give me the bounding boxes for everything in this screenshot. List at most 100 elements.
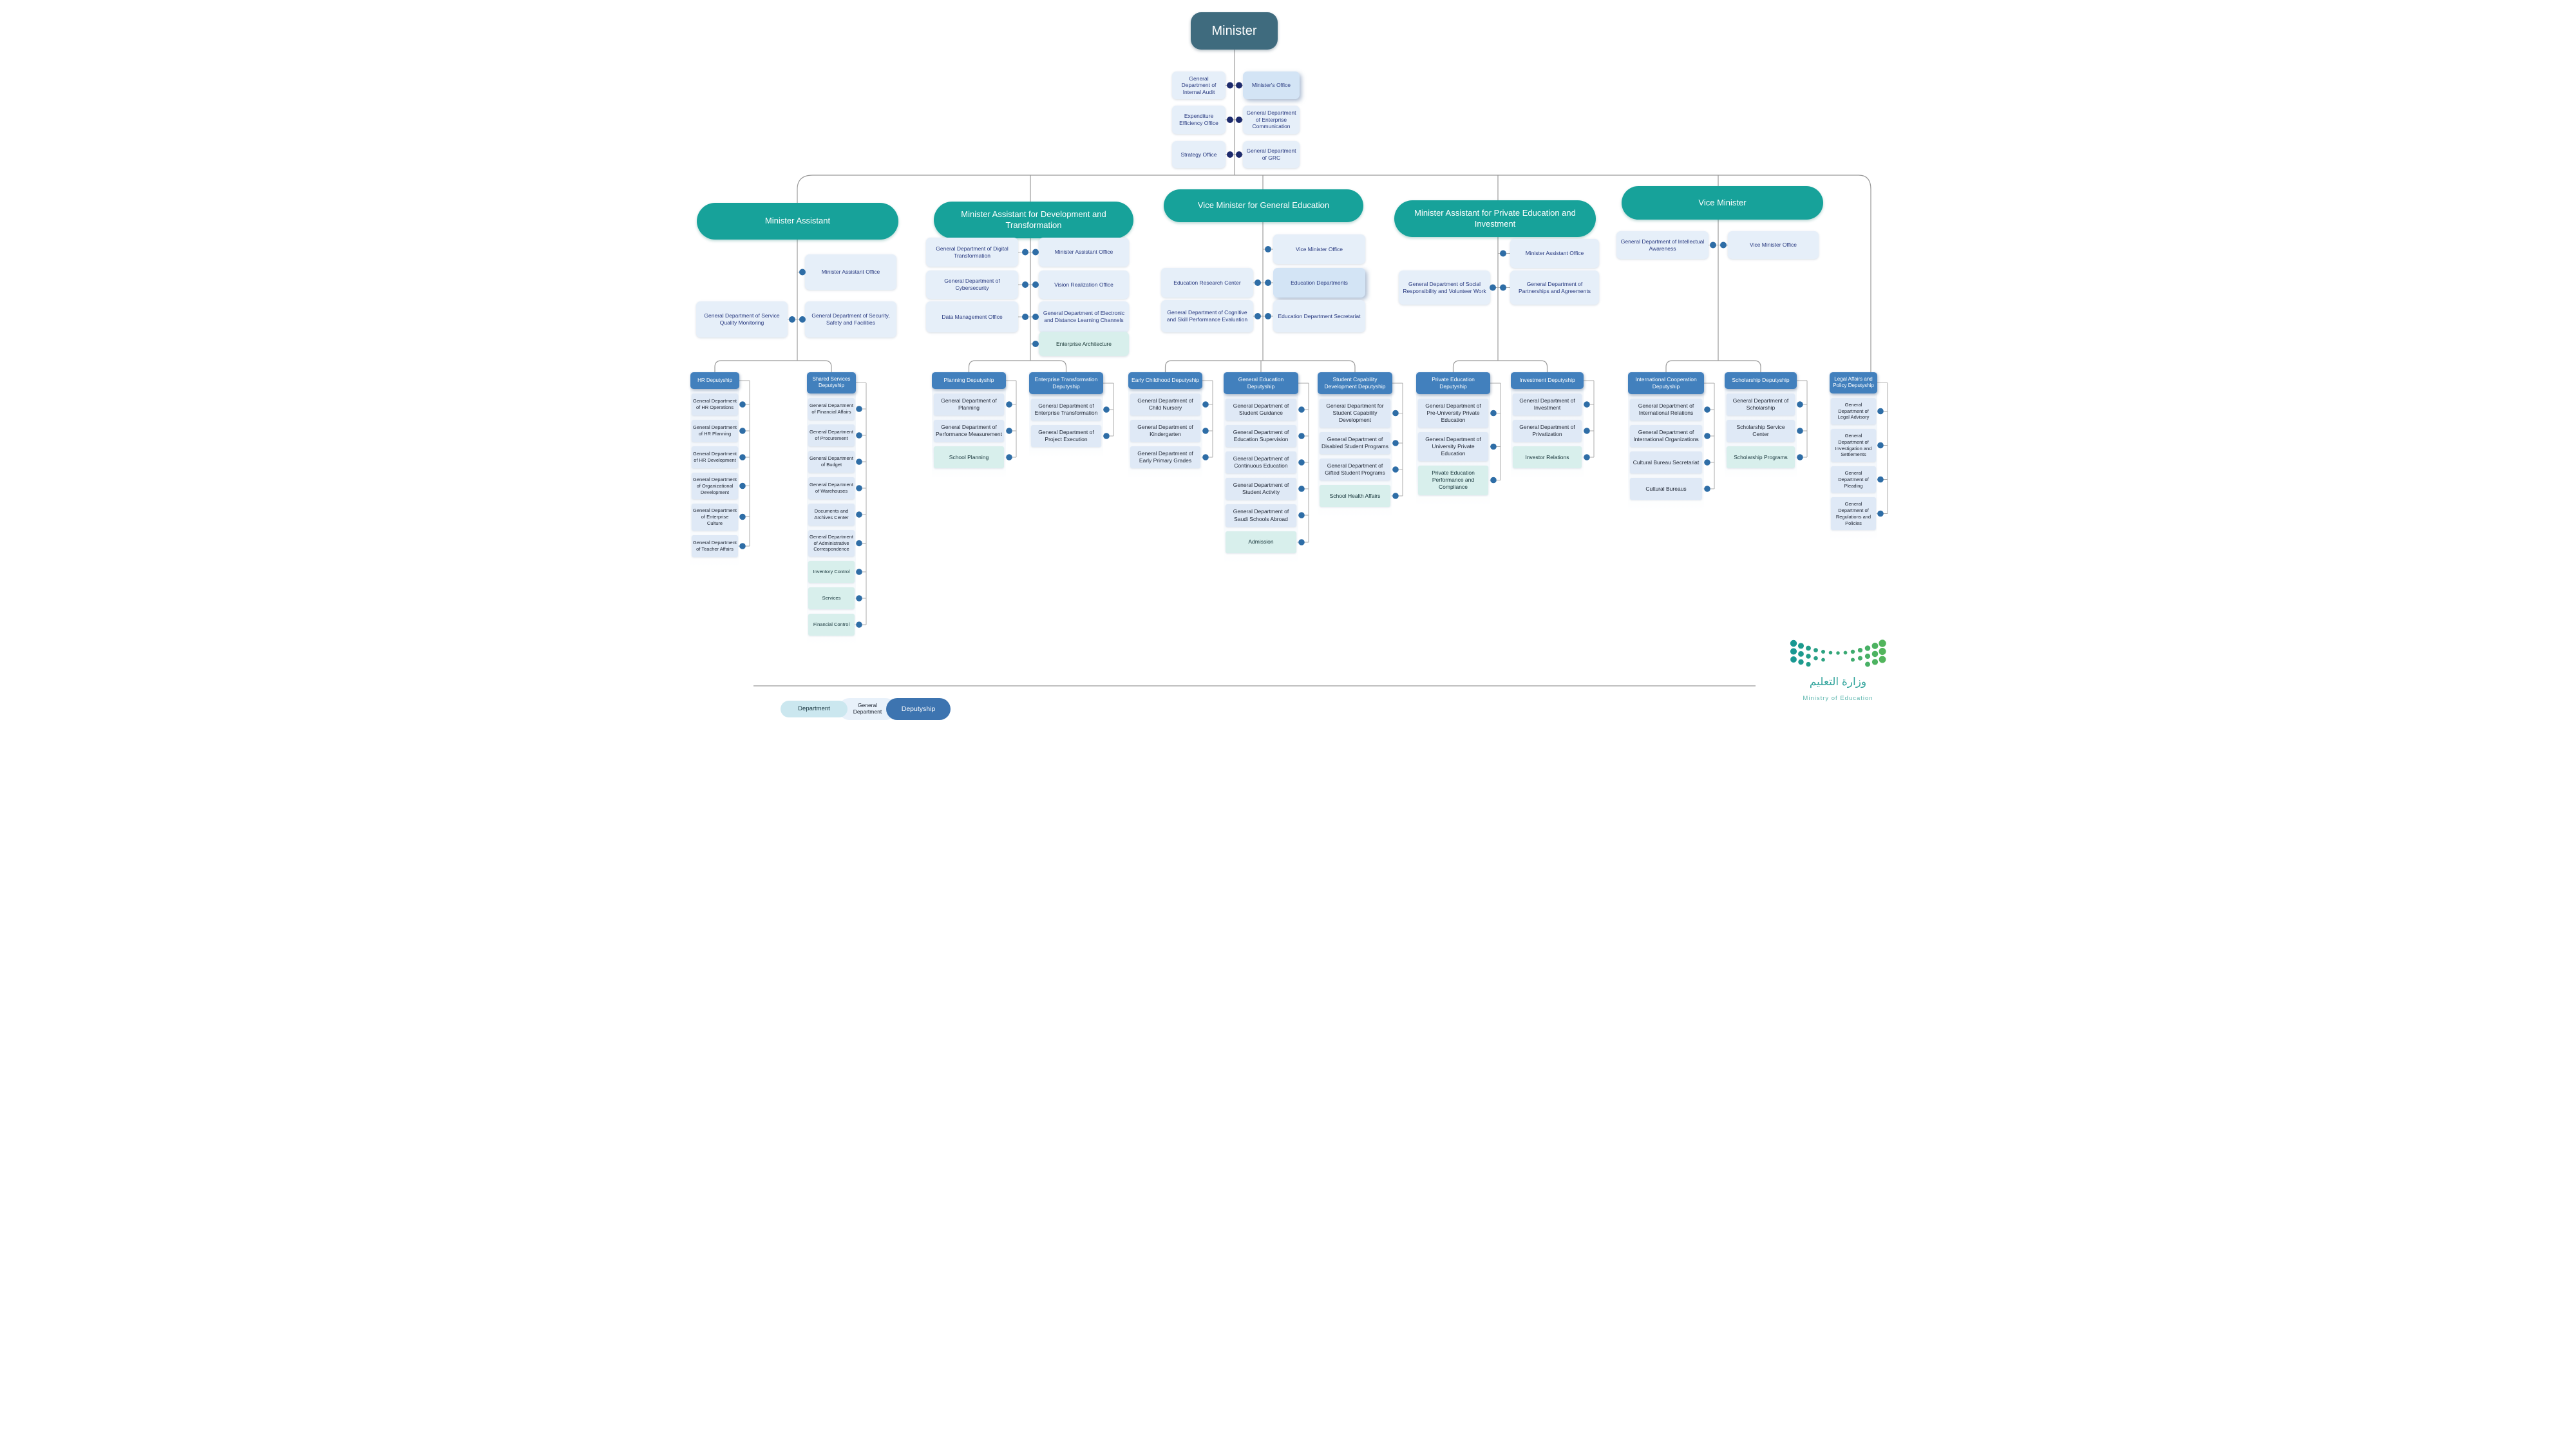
deputyship-header-sc: Student Capability Development Deputyshi… (1318, 372, 1392, 395)
deputyship-header-sch: Scholarship Deputyship (1725, 372, 1797, 389)
office-node: Minister Assistant Office (1039, 238, 1129, 267)
department-node: Private Education Performance and Compli… (1418, 466, 1488, 495)
department-node: General Department of Enterprise Transfo… (1031, 399, 1101, 421)
office-node: General Department of Cybersecurity (926, 270, 1018, 299)
branch-pill-vm: Vice Minister (1622, 186, 1823, 220)
branch-pill-dev: Minister Assistant for Development and T… (934, 202, 1133, 238)
deputyship-header-pe: Private Education Deputyship (1416, 372, 1490, 395)
department-node: Financial Control (808, 614, 855, 636)
department-node: General Department of Regulations and Po… (1831, 497, 1876, 531)
legend-separator-line (753, 685, 1756, 687)
department-node: General Department of HR Development (692, 446, 738, 468)
deputyship-header-ec: Early Childhood Deputyship (1128, 372, 1202, 389)
deputyship-header-inv: Investment Deputyship (1511, 372, 1584, 389)
department-node: Services (808, 587, 855, 610)
ministry-logo: وزارة التعليم Ministry of Education (1789, 639, 1887, 715)
office-node: General Department of GRC (1243, 141, 1300, 168)
department-node: Cultural Bureaus (1630, 478, 1702, 500)
department-node: General Department of Kindergarten (1130, 420, 1200, 442)
legend-chip-deputyship: Deputyship (886, 698, 951, 720)
office-node: General Department of Cognitive and Skil… (1161, 300, 1253, 332)
ministry-logo-arabic-text: وزارة التعليم (1809, 676, 1867, 688)
department-node: General Department of Legal Advisory (1831, 397, 1876, 425)
department-node: General Department of Project Execution (1031, 425, 1101, 448)
office-node: Vision Realization Office (1039, 270, 1129, 299)
branch-pill-vmge: Vice Minister for General Education (1164, 189, 1363, 222)
department-node: General Department of Investigation and … (1831, 429, 1876, 462)
department-node: General Department of International Rela… (1630, 399, 1702, 421)
deputyship-column-sc: Student Capability Development Deputyshi… (1318, 372, 1392, 518)
branch-pill-ma: Minister Assistant (697, 203, 898, 240)
office-node: General Department of Enterprise Communi… (1243, 106, 1300, 134)
deputyship-header-ss: Shared Services Deputyship (807, 372, 856, 393)
department-node: General Department of Gifted Student Pro… (1320, 459, 1390, 481)
office-node: Education Departments (1273, 268, 1365, 298)
department-node: General Department of Planning (934, 393, 1004, 416)
department-node: General Department of Warehouses (808, 477, 855, 499)
deputyship-header-la: Legal Affairs and Policy Deputyship (1830, 372, 1877, 393)
department-node: General Department of Education Supervis… (1226, 425, 1296, 448)
department-node: General Department of Organizational Dev… (692, 473, 738, 500)
office-node: Minister's Office (1243, 71, 1300, 99)
ministry-logo-english-text: Ministry of Education (1803, 695, 1873, 702)
department-node: General Department of Scholarship (1727, 393, 1795, 416)
office-node: Enterprise Architecture (1039, 332, 1129, 356)
department-node: General Department of HR Operations (692, 393, 738, 415)
office-node: Data Management Office (926, 301, 1018, 332)
department-node: General Department of Enterprise Culture (692, 504, 738, 531)
office-node: General Department of Digital Transforma… (926, 238, 1018, 267)
department-node: General Department of Student Activity (1226, 478, 1296, 500)
deputyship-header-hr: HR Deputyship (690, 372, 739, 389)
deputyship-header-et: Enterprise Transformation Deputyship (1029, 372, 1103, 395)
department-node: General Department of Investment (1513, 393, 1582, 416)
deputyship-header-ge: General Education Deputyship (1224, 372, 1298, 395)
office-node: General Department of Internal Audit (1172, 71, 1226, 99)
department-node: General Department of Saudi Schools Abro… (1226, 504, 1296, 527)
office-node: General Department of Partnerships and A… (1510, 270, 1599, 305)
department-node: General Department of Financial Affairs (808, 397, 855, 420)
office-node: Vice Minister Office (1728, 231, 1819, 259)
department-node: Documents and Archives Center (808, 503, 855, 526)
department-node: General Department of Budget (808, 450, 855, 473)
office-node: Strategy Office (1172, 141, 1226, 168)
department-node: General Department of Pleading (1831, 466, 1876, 493)
department-node: General Department of Student Guidance (1226, 399, 1296, 421)
department-node: General Department of Performance Measur… (934, 420, 1004, 442)
office-node: Minister Assistant Office (1510, 239, 1599, 268)
office-node: General Department of Electronic and Dis… (1039, 301, 1129, 332)
office-node: General Department of Service Quality Mo… (696, 301, 788, 337)
minister-node: Minister (1191, 12, 1278, 50)
department-node: General Department of Disabled Student P… (1320, 432, 1390, 455)
office-node: Minister Assistant Office (805, 254, 896, 290)
department-node: General Department of Early Primary Grad… (1130, 446, 1200, 469)
department-node: General Department of HR Planning (692, 420, 738, 442)
department-node: General Department of University Private… (1418, 432, 1488, 462)
office-node: General Department of Social Responsibil… (1399, 270, 1490, 305)
department-node: Scholarship Service Center (1727, 420, 1795, 442)
department-node: General Department of Administrative Cor… (808, 529, 855, 557)
legend-chip-department: Department (781, 701, 848, 717)
department-node: General Department of Teacher Affairs (692, 535, 738, 557)
department-node: Inventory Control (808, 561, 855, 583)
department-node: School Health Affairs (1320, 485, 1390, 507)
department-node: General Department of Procurement (808, 424, 855, 446)
department-node: General Department of Continuous Educati… (1226, 451, 1296, 474)
office-node: General Department of Security, Safety a… (805, 301, 896, 337)
deputyship-header-pl: Planning Deputyship (932, 372, 1006, 389)
branch-pill-pei: Minister Assistant for Private Education… (1394, 200, 1596, 237)
department-node: General Department of International Orga… (1630, 425, 1702, 448)
department-node: General Department of Pre-University Pri… (1418, 399, 1488, 428)
department-node: Cultural Bureau Secretariat (1630, 451, 1702, 474)
office-node: Expenditure Efficiency Office (1172, 106, 1226, 134)
